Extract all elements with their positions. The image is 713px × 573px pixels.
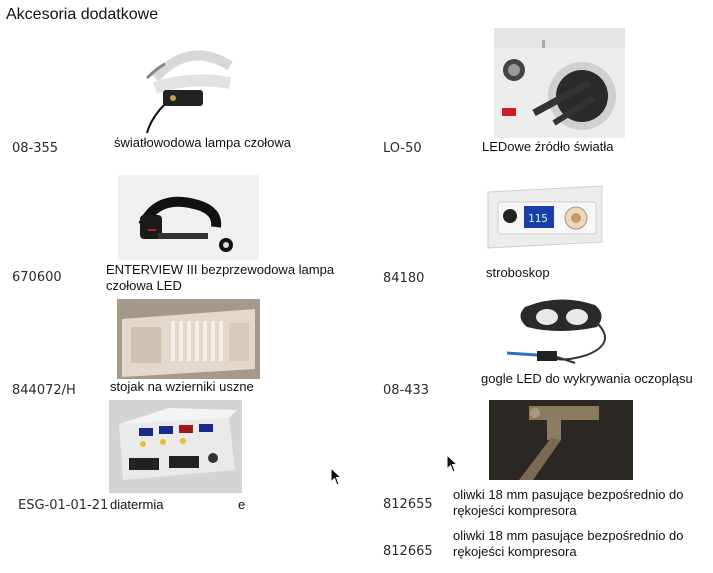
- item-description: LEDowe źródło światła: [482, 139, 614, 154]
- diathermy-unit-image: [109, 400, 242, 493]
- stroboscope-image: 115: [484, 182, 606, 252]
- mouse-pointer-icon: [446, 454, 459, 473]
- item-description: światłowodowa lampa czołowa: [114, 135, 292, 150]
- item-description: ENTERVIEW III bezprzewodowa lampa czołow…: [106, 262, 335, 293]
- item-code: 08-433: [383, 383, 430, 398]
- item-description: oliwki 18 mm pasujące bezpośrednio do rę…: [453, 487, 684, 518]
- speculum-stand-image: [117, 299, 260, 379]
- item-code: 670600: [12, 270, 62, 285]
- item-code: 812665: [383, 544, 433, 559]
- svg-text:115: 115: [528, 212, 548, 225]
- item-code: 84180: [383, 271, 425, 286]
- fiber-optic-headlamp-image: [135, 38, 245, 138]
- wireless-led-headlamp-image: [118, 175, 259, 260]
- item-code: LO-50: [383, 141, 422, 156]
- item-code: 812655: [383, 497, 433, 512]
- mouse-pointer-icon: [330, 467, 343, 486]
- led-light-source-image: [494, 28, 625, 138]
- item-code: 08-355: [12, 141, 59, 156]
- olive-tips-image: [489, 400, 633, 480]
- item-description: diatermia: [110, 497, 164, 512]
- item-description: stojak na wzierniki uszne: [110, 379, 254, 394]
- item-description: gogle LED do wykrywania oczopląsu: [481, 371, 693, 386]
- item-code: 844072/H: [12, 383, 76, 398]
- stray-text: e: [238, 497, 246, 512]
- led-goggles-image: [497, 293, 622, 369]
- item-description: oliwki 18 mm pasujące bezpośrednio do rę…: [453, 528, 684, 559]
- item-code: ESG-01-01-21: [18, 498, 109, 513]
- item-description: stroboskop: [486, 265, 550, 280]
- page-title: Akcesoria dodatkowe: [6, 6, 159, 23]
